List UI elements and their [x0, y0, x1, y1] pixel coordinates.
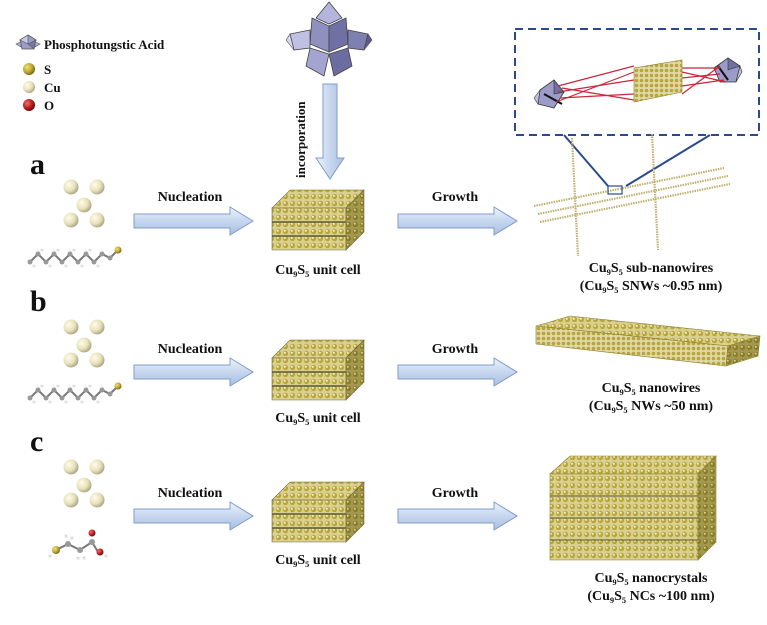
legend-label-o: O — [44, 98, 55, 113]
copper-atom-icon — [23, 81, 35, 93]
legend-label-pta: Phosphotungstic Acid — [44, 37, 165, 52]
growth-arrow-b — [397, 357, 518, 387]
nanocrystal-block — [549, 455, 717, 561]
nucleation-label-a: Nucleation — [157, 190, 223, 205]
panel-letter-a: a — [30, 148, 45, 181]
precursor-atoms-a — [63, 179, 105, 228]
zoom-inset — [514, 28, 760, 187]
nucleation-arrow-c — [133, 501, 254, 531]
product-size-b: (Cu₉S₅ NWs ~50 nm) — [588, 399, 714, 414]
nucleation-label-b: Nucleation — [157, 342, 223, 357]
unit-cell-label-b: Cu₉S₅ unit cell — [275, 411, 361, 426]
product-name-a: Cu₉S₅ sub-nanowires — [588, 261, 714, 276]
product-label-c: Cu₉S₅ nanocrystals (Cu₉S₅ NCs ~100 nm) — [546, 570, 756, 606]
growth-label-b: Growth — [431, 342, 479, 357]
alkylthiol-molecule-b — [27, 382, 122, 404]
precursor-atoms-b — [63, 319, 105, 368]
unit-cell-a — [271, 189, 365, 251]
nucleation-arrow-a — [133, 206, 254, 236]
incorporation-arrow — [315, 83, 345, 180]
unit-cell-b — [271, 339, 365, 401]
growth-arrow-c — [397, 501, 518, 531]
nucleation-label-c: Nucleation — [157, 486, 223, 501]
growth-label-a: Growth — [431, 190, 479, 205]
legend-label-s: S — [44, 62, 52, 77]
product-name-c: Cu₉S₅ nanocrystals — [594, 571, 708, 586]
sub-nanowire-network — [533, 133, 731, 257]
panel-letter-c: c — [30, 425, 44, 458]
growth-label-c: Growth — [431, 486, 479, 501]
nucleation-arrow-b — [133, 357, 254, 387]
phosphotungstic-acid-cluster — [285, 1, 373, 77]
product-label-a: Cu₉S₅ sub-nanowires (Cu₉S₅ SNWs ~0.95 nm… — [546, 260, 756, 296]
oxygen-atom-icon — [23, 99, 35, 111]
panel-letter-b: b — [30, 285, 47, 318]
unit-cell-label-c: Cu₉S₅ unit cell — [275, 553, 361, 568]
polyoxometalate-icon — [15, 34, 41, 50]
product-size-c: (Cu₉S₅ NCs ~100 nm) — [587, 589, 715, 604]
product-label-b: Cu₉S₅ nanowires (Cu₉S₅ NWs ~50 nm) — [546, 380, 756, 416]
incorporation-label: incorporation — [293, 101, 308, 178]
unit-cell-c — [271, 481, 365, 543]
sulfur-atom-icon — [23, 63, 35, 75]
unit-cell-label-a: Cu₉S₅ unit cell — [275, 263, 361, 278]
legend-label-cu: Cu — [44, 80, 61, 95]
growth-arrow-a — [397, 206, 518, 236]
alkylthiol-molecule-a — [27, 246, 122, 268]
product-name-b: Cu₉S₅ nanowires — [601, 381, 701, 396]
precursor-atoms-c — [63, 459, 105, 508]
product-size-a: (Cu₉S₅ SNWs ~0.95 nm) — [579, 279, 723, 294]
nanowire-rod — [535, 315, 761, 367]
mercaptoacid-molecule-c — [48, 529, 108, 560]
